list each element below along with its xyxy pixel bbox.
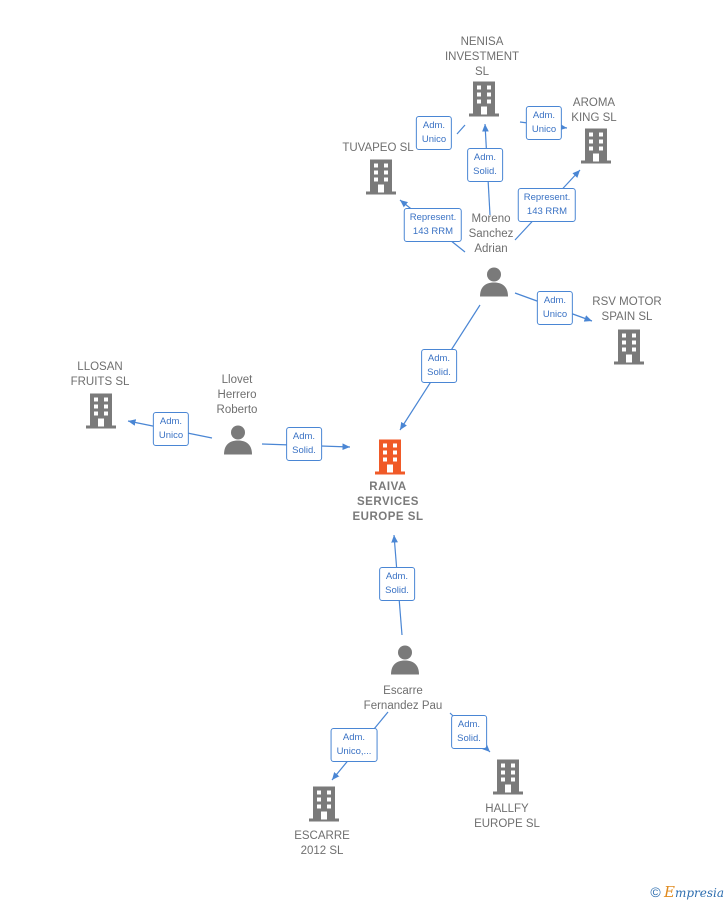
- edge-label-llovet-raiva[interactable]: Adm. Solid.: [286, 427, 322, 461]
- brand-initial: E: [663, 883, 675, 901]
- building-icon-main[interactable]: [375, 439, 405, 480]
- company-label: ESCARRE 2012 SL: [294, 830, 350, 857]
- company-label: AROMA KING SL: [571, 97, 617, 124]
- person-label: Llovet Herrero Roberto: [216, 374, 258, 416]
- edge-label-llovet-llosan[interactable]: Adm. Unico: [152, 412, 190, 446]
- edge-label-escarre-hallfy[interactable]: Adm. Solid.: [451, 715, 487, 749]
- brand-footer: © Empresia: [650, 883, 724, 901]
- company-label: NENISA INVESTMENT SL: [444, 36, 520, 78]
- person-icon[interactable]: [223, 425, 253, 460]
- company-label: TUVAPEO SL: [342, 142, 414, 154]
- edge-label-escarre-escarre2012[interactable]: Adm. Unico,...: [330, 728, 378, 762]
- edge-label-moreno-raiva[interactable]: Adm. Solid.: [421, 349, 457, 383]
- edge-moreno-nenisa-unico: [456, 124, 466, 135]
- building-icon[interactable]: [493, 759, 523, 800]
- edge-label-moreno-aroma-rep[interactable]: Represent. 143 RRM: [517, 188, 577, 222]
- company-label: HALLFY EUROPE SL: [474, 803, 540, 830]
- company-label: LLOSAN FRUITS SL: [70, 361, 130, 388]
- building-icon[interactable]: [309, 786, 339, 827]
- building-icon[interactable]: [469, 81, 499, 122]
- main-company-label: RAIVA SERVICES EUROPE SL: [352, 481, 424, 523]
- copyright-icon: ©: [650, 884, 661, 900]
- building-icon[interactable]: [614, 329, 644, 370]
- person-label: Escarre Fernandez Pau: [363, 685, 443, 712]
- person-icon[interactable]: [479, 267, 509, 302]
- edge-label-moreno-nenisa[interactable]: Adm. Solid.: [467, 148, 503, 182]
- edge-label-moreno-nenisa-unico[interactable]: Adm. Unico: [415, 116, 453, 150]
- building-icon[interactable]: [86, 393, 116, 434]
- brand-name: mpresia: [674, 886, 724, 900]
- person-icon[interactable]: [390, 645, 420, 680]
- edge-label-moreno-tuvapeo[interactable]: Represent. 143 RRM: [403, 208, 463, 242]
- company-label: RSV MOTOR SPAIN SL: [592, 296, 662, 323]
- edge-label-moreno-aroma-unico[interactable]: Adm. Unico: [525, 106, 563, 140]
- edge-label-moreno-rsv[interactable]: Adm. Unico: [536, 291, 574, 325]
- edge-label-escarre-raiva[interactable]: Adm. Solid.: [379, 567, 415, 601]
- person-label: Moreno Sanchez Adrian: [468, 213, 514, 255]
- building-icon[interactable]: [366, 159, 396, 200]
- building-icon[interactable]: [581, 128, 611, 169]
